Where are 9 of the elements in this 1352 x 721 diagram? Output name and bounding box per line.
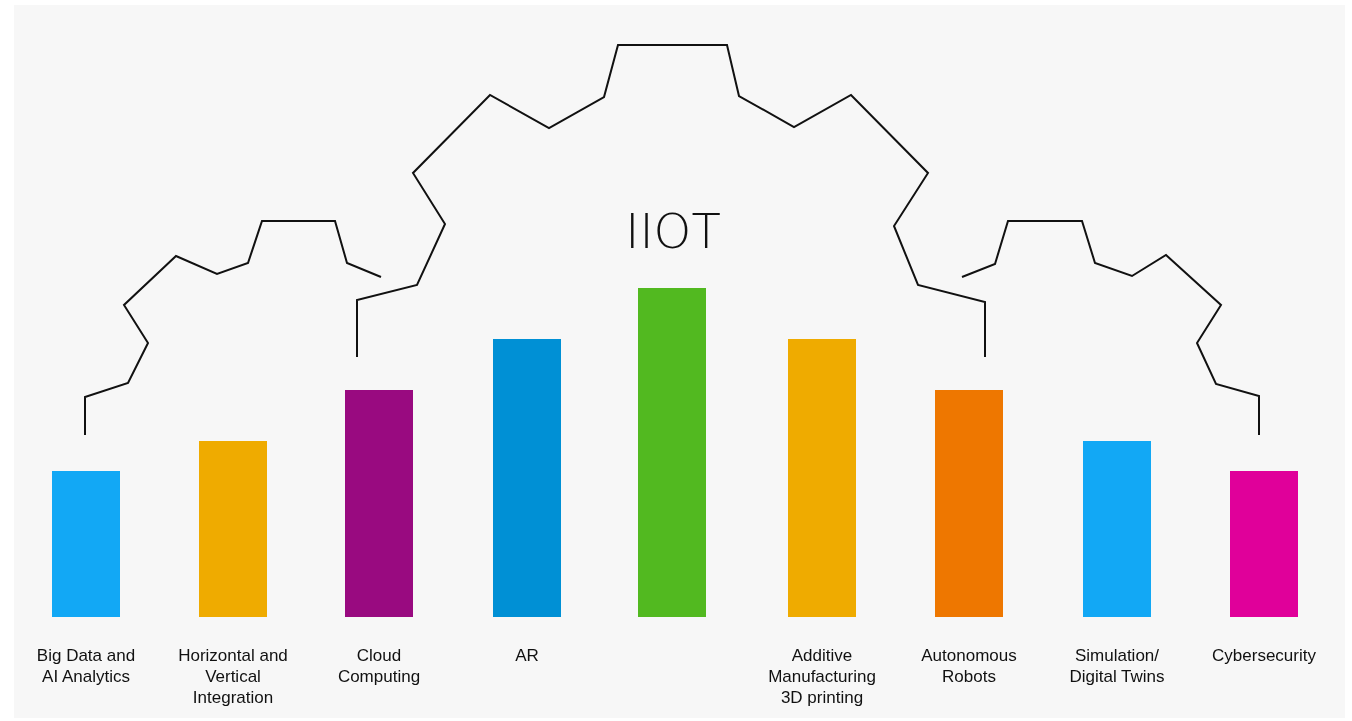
bar-label: Horizontal and Vertical Integration [177,645,289,708]
bar-label: AR [514,645,540,666]
bar-label: Simulation/ Digital Twins [1068,645,1166,687]
bar-label: Big Data and AI Analytics [35,645,137,687]
gear-title: IIOT [624,202,722,260]
bar-label: Cybersecurity [1211,645,1317,666]
bar-label: Autonomous Robots [920,645,1018,687]
bar-label: Additive Manufacturing 3D printing [767,645,877,708]
bar-label: Cloud Computing [336,645,422,687]
